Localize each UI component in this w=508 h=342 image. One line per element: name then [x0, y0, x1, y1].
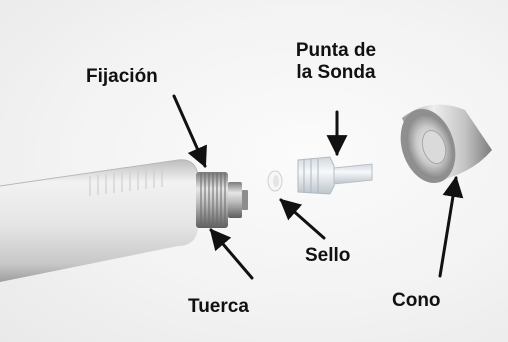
- handpiece-body: [0, 159, 199, 282]
- probe-tip-part: [297, 156, 373, 195]
- label-punta-line1: Punta de: [295, 40, 377, 61]
- nut-part: [196, 172, 228, 228]
- fixing-sleeve: [228, 182, 248, 218]
- arrow-cono: [438, 175, 464, 278]
- label-sello: Sello: [305, 245, 351, 266]
- label-cono: Cono: [392, 290, 441, 311]
- arrow-fijacion: [172, 94, 207, 168]
- arrow-sello: [279, 198, 326, 240]
- label-tuerca: Tuerca: [188, 296, 249, 317]
- label-fijacion: Fijación: [86, 66, 158, 87]
- label-punta-de-la-sonda: Punta de la Sonda: [280, 40, 392, 84]
- arrow-tuerca: [209, 228, 254, 280]
- label-punta-line2: la Sonda: [296, 62, 376, 83]
- seal-part: [267, 170, 283, 192]
- cone-part: [400, 104, 492, 184]
